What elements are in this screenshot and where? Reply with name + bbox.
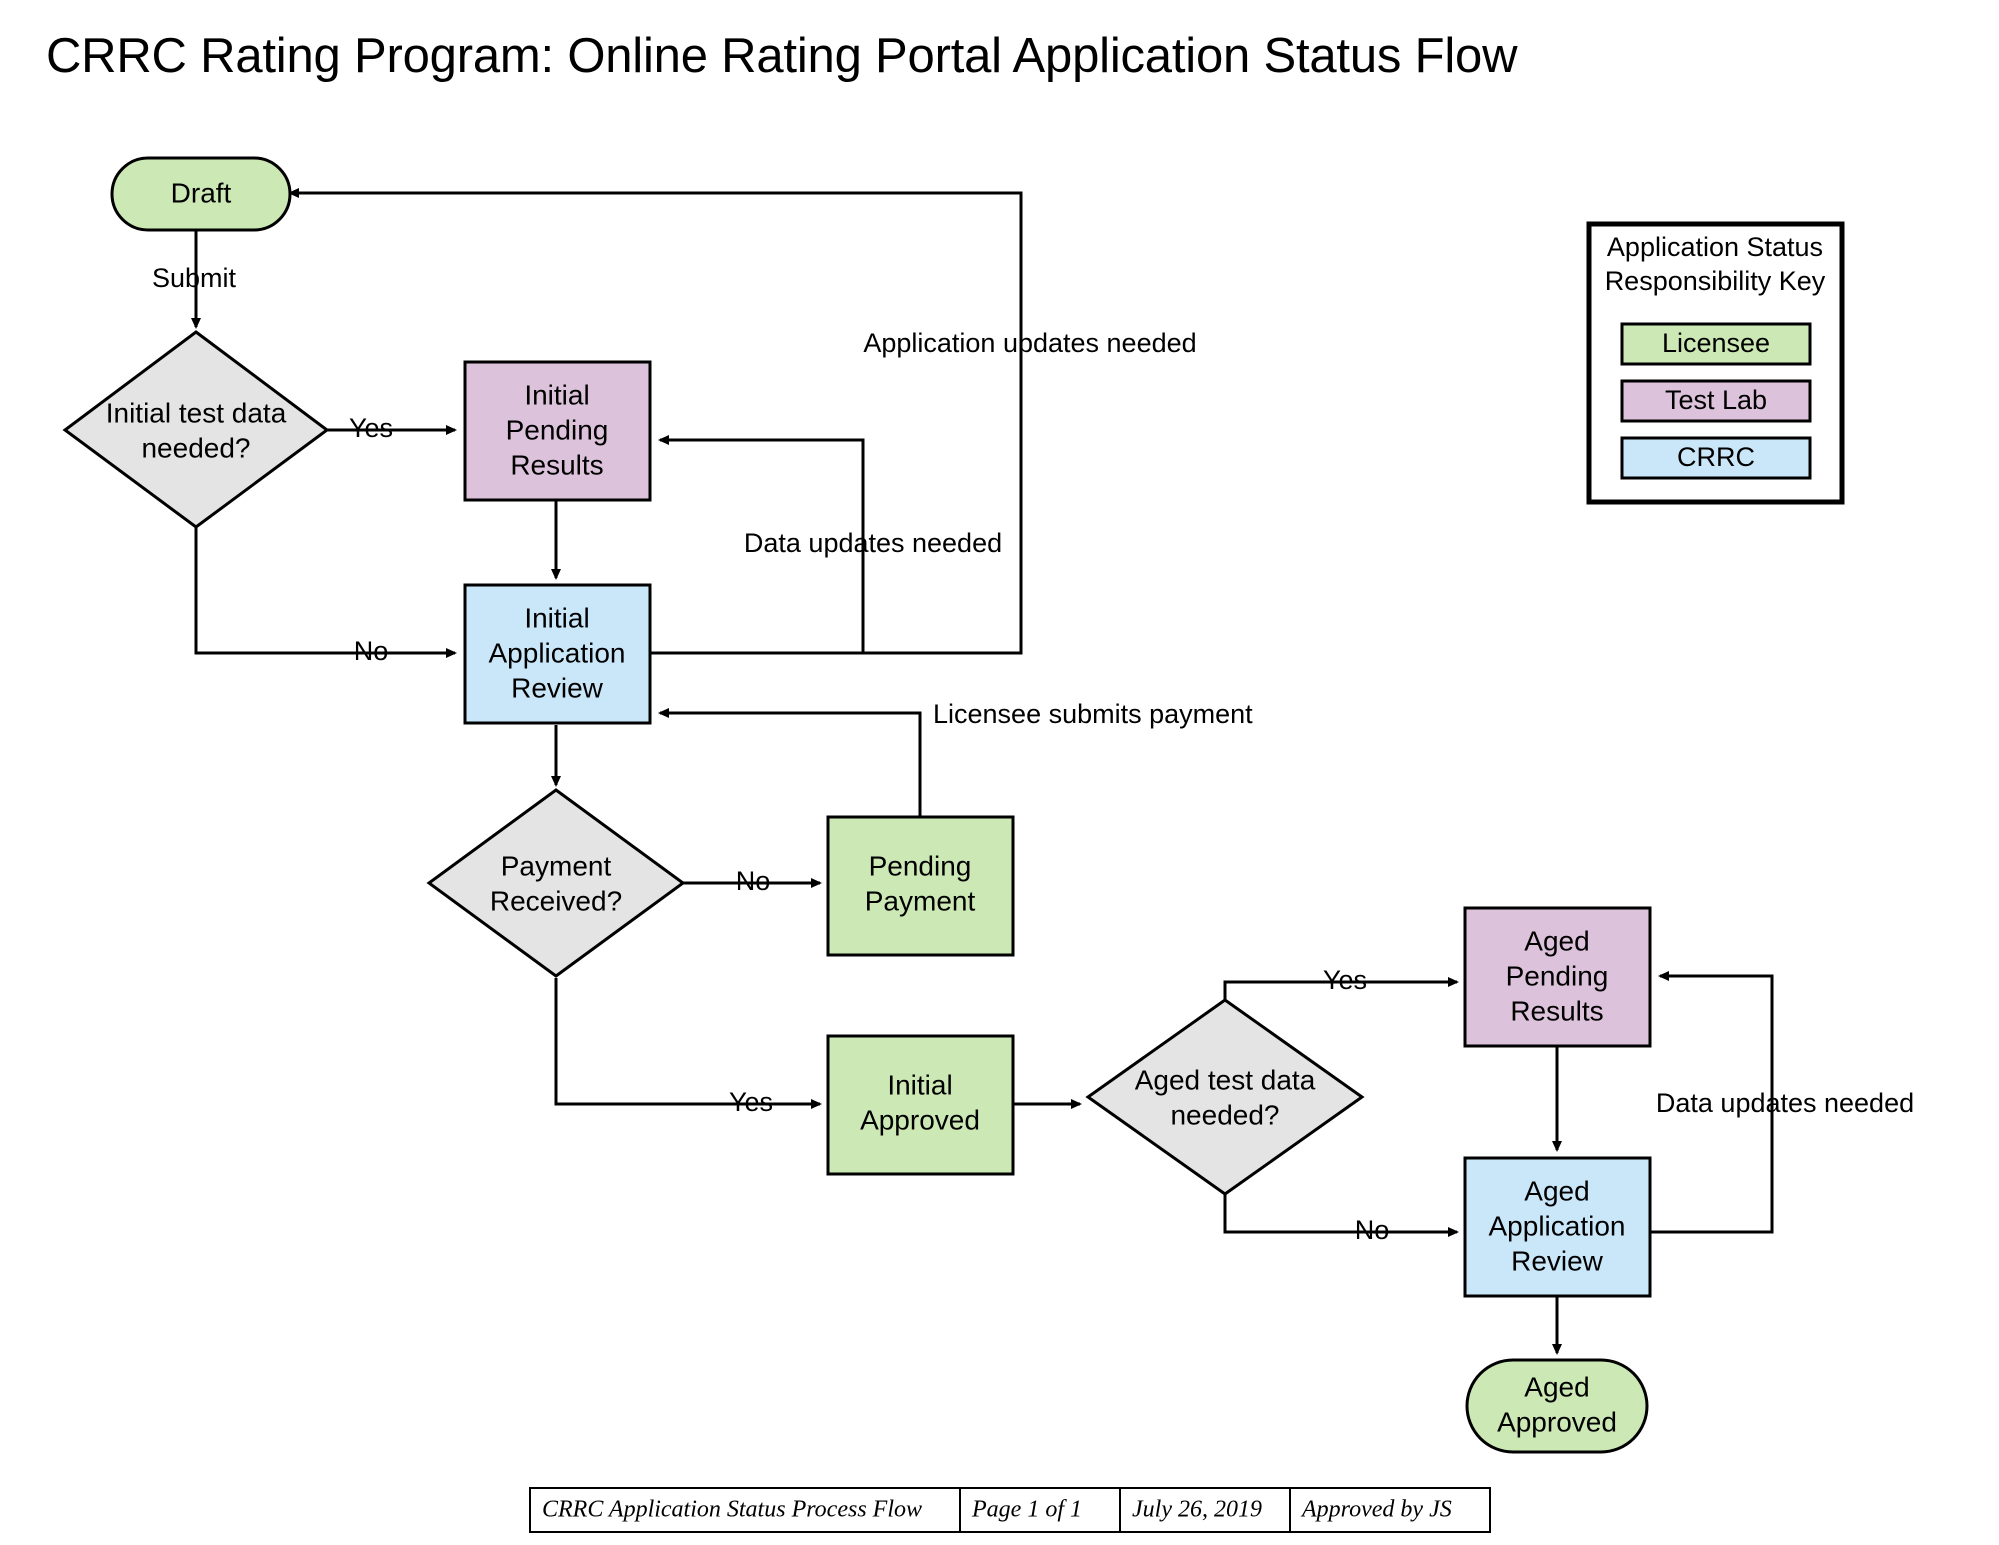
node-aged-pending-results-line2: Pending — [1506, 960, 1609, 991]
legend: Application Status Responsibility Key Li… — [1586, 221, 1845, 505]
node-aged-approved[interactable]: Aged Approved — [1465, 1358, 1649, 1454]
edge-aged-test-no — [1223, 1192, 1459, 1237]
node-initial-test-data-label-line2: needed? — [141, 432, 250, 463]
node-initial-pending-results-line1: Initial — [524, 379, 589, 410]
footer-cell-document — [529, 1487, 961, 1533]
node-initial-pending-results-line3: Results — [510, 449, 603, 480]
footer-document-label: CRRC Application Status Process Flow — [542, 1497, 922, 1523]
node-aged-pending-results-line3: Results — [1510, 995, 1603, 1026]
node-draft[interactable]: Draft — [110, 156, 292, 232]
node-pending-payment-line2: Payment — [865, 885, 976, 916]
node-aged-application-review-line3: Review — [1511, 1245, 1604, 1276]
node-pending-payment[interactable]: Pending Payment — [826, 815, 1015, 957]
node-payment-received-line1: Payment — [501, 850, 612, 881]
legend-item-crrc: CRRC — [1620, 436, 1812, 480]
edge-label-application-updates-needed: Application updates needed — [863, 328, 1196, 358]
node-aged-pending-results[interactable]: Aged Pending Results — [1463, 906, 1652, 1048]
node-aged-test-data-line1: Aged test data — [1135, 1064, 1316, 1095]
node-aged-application-review-line2: Application — [1489, 1210, 1626, 1241]
edge-licensee-submits-payment — [658, 708, 922, 817]
node-initial-approved[interactable]: Initial Approved — [826, 1034, 1015, 1176]
node-payment-received-line2: Received? — [490, 885, 622, 916]
node-initial-application-review[interactable]: Initial Application Review — [463, 583, 652, 725]
node-initial-approved-line1: Initial — [887, 1069, 952, 1100]
footer-cell-date — [1119, 1487, 1291, 1533]
page-title: CRRC Rating Program: Online Rating Porta… — [46, 29, 1518, 83]
node-aged-application-review[interactable]: Aged Application Review — [1463, 1156, 1652, 1298]
edge-label-aged-test-yes: Yes — [1323, 965, 1367, 995]
node-initial-pending-results[interactable]: Initial Pending Results — [463, 360, 652, 502]
legend-label-licensee: Licensee — [1662, 328, 1770, 358]
node-draft-label: Draft — [171, 177, 232, 208]
edge-label-data-updates-needed-aged: Data updates needed — [1656, 1088, 1914, 1118]
edge-aged-test-yes — [1223, 977, 1459, 1002]
node-initial-test-data-label-line1: Initial test data — [106, 397, 287, 428]
legend-label-test-lab: Test Lab — [1665, 385, 1767, 415]
footer-cell-approval — [1289, 1487, 1491, 1533]
edge-label-licensee-submits-payment: Licensee submits payment — [933, 699, 1253, 729]
edge-application-updates-needed — [288, 188, 1023, 655]
edge-initial-test-no — [194, 525, 457, 658]
footer-table: CRRC Application Status Process Flow Pag… — [529, 1487, 1491, 1533]
node-aged-approved-line2: Approved — [1497, 1406, 1617, 1437]
footer-page-label: Page 1 of 1 — [971, 1497, 1082, 1523]
node-aged-test-data-line2: needed? — [1170, 1099, 1279, 1130]
edge-label-initial-test-no: No — [354, 636, 389, 666]
edge-payment-yes — [554, 978, 822, 1109]
legend-swatch-test-lab — [1620, 379, 1812, 423]
node-initial-application-review-line2: Application — [489, 637, 626, 668]
legend-item-test-lab: Test Lab — [1620, 379, 1812, 423]
legend-title-line1: Application Status — [1607, 232, 1823, 262]
footer-date-label: July 26, 2019 — [1132, 1497, 1262, 1523]
node-aged-pending-results-line1: Aged — [1524, 925, 1589, 956]
node-pending-payment-line1: Pending — [869, 850, 972, 881]
node-initial-application-review-line3: Review — [511, 672, 604, 703]
footer-approval-label: Approved by JS — [1300, 1497, 1452, 1523]
edge-data-updates-needed-aged — [1650, 971, 1774, 1234]
node-initial-pending-results-line2: Pending — [506, 414, 609, 445]
node-initial-test-data-decision[interactable]: Initial test data needed? — [62, 330, 330, 529]
legend-title-line2: Responsibility Key — [1605, 266, 1826, 296]
edge-label-aged-test-no: No — [1355, 1215, 1390, 1245]
legend-item-licensee: Licensee — [1620, 322, 1812, 366]
node-initial-approved-line2: Approved — [860, 1104, 980, 1135]
edge-label-payment-no: No — [736, 866, 771, 896]
edge-label-submit: Submit — [152, 263, 237, 293]
node-aged-approved-line1: Aged — [1524, 1371, 1589, 1402]
node-aged-application-review-line1: Aged — [1524, 1175, 1589, 1206]
node-payment-received-decision[interactable]: Payment Received? — [426, 788, 686, 978]
node-initial-application-review-line1: Initial — [524, 602, 589, 633]
edge-label-initial-test-yes: Yes — [349, 413, 393, 443]
edge-label-payment-yes: Yes — [729, 1087, 773, 1117]
legend-swatch-licensee — [1620, 322, 1812, 366]
legend-swatch-crrc — [1620, 436, 1812, 480]
edge-label-data-updates-needed-initial: Data updates needed — [744, 528, 1002, 558]
legend-label-crrc: CRRC — [1677, 442, 1755, 472]
node-aged-test-data-decision[interactable]: Aged test data needed? — [1085, 998, 1365, 1196]
